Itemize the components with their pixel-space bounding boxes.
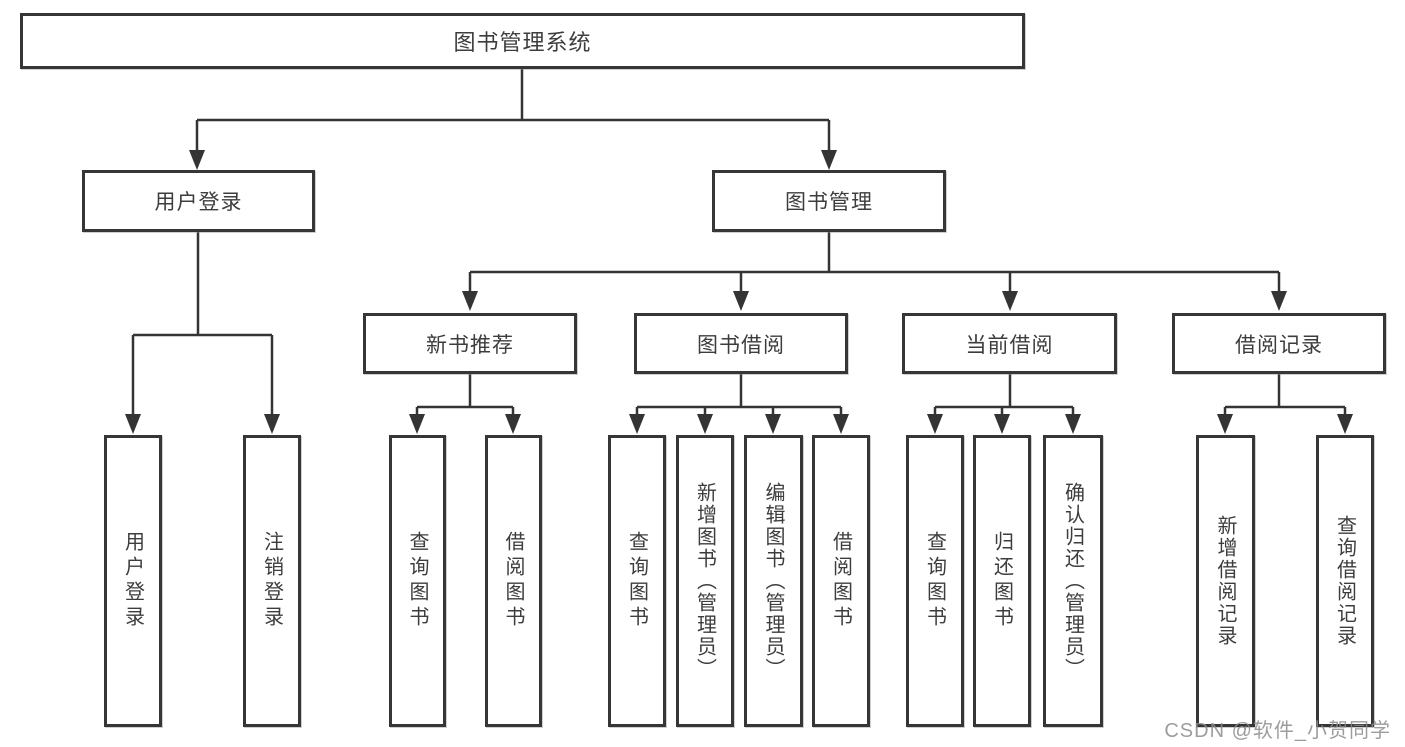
node-label: 用户登录 [154,191,243,214]
leaf-query-borrow-record: 查询借阅记录 [1316,435,1374,727]
leaf-add-borrow-record: 新增借阅记录 [1196,435,1255,727]
leaf-label: 确认归还（管理员） [1061,482,1084,680]
leaf-label: 新增借阅记录 [1214,515,1236,647]
node-label: 图书借阅 [697,333,785,357]
leaf-user-login: 用户登录 [104,435,162,727]
leaf-query-books-current: 查询图书 [906,435,964,727]
node-label: 图书管理系统 [453,30,592,55]
leaf-edit-book-admin: 编辑图书（管理员） [744,435,803,727]
leaf-label: 查询借阅记录 [1333,515,1356,647]
leaf-label: 编辑图书（管理员） [762,482,784,680]
node-user-login: 用户登录 [82,170,315,232]
leaf-confirm-return-admin: 确认归还（管理员） [1043,435,1103,727]
leaf-logout: 注销登录 [243,435,301,727]
node-label: 当前借阅 [965,333,1054,357]
leaf-label: 查询图书 [625,531,648,631]
node-label: 借阅记录 [1235,333,1323,357]
leaf-label: 借阅图书 [502,531,524,631]
node-borrowing-records: 借阅记录 [1172,313,1386,374]
arrowheads [125,150,1353,434]
leaf-query-books-recommend: 查询图书 [389,435,446,727]
node-book-borrowing: 图书借阅 [634,313,848,374]
leaf-borrow-books-borrow: 借阅图书 [812,435,870,727]
csdn-watermark: CSDN @软件_小贺同学 [1164,720,1391,742]
leaf-borrow-books-recommend: 借阅图书 [485,435,542,727]
node-book-management: 图书管理 [712,170,946,232]
leaf-label: 新增图书（管理员） [693,482,716,680]
leaf-label: 查询图书 [923,531,946,631]
leaf-label: 注销登录 [260,531,283,631]
leaf-label: 借阅图书 [829,531,852,631]
node-label: 新书推荐 [426,333,514,357]
node-library-management-system: 图书管理系统 [20,13,1025,69]
leaf-return-book: 归还图书 [973,435,1031,727]
leaf-add-book-admin: 新增图书（管理员） [676,435,734,727]
leaf-query-books-borrow: 查询图书 [608,435,666,727]
leaf-label: 归还图书 [990,531,1013,631]
leaf-label: 查询图书 [406,531,428,631]
node-new-book-recommendation: 新书推荐 [363,313,577,374]
node-label: 图书管理 [785,191,873,214]
leaf-label: 用户登录 [121,531,144,631]
node-current-borrowing: 当前借阅 [902,313,1117,374]
